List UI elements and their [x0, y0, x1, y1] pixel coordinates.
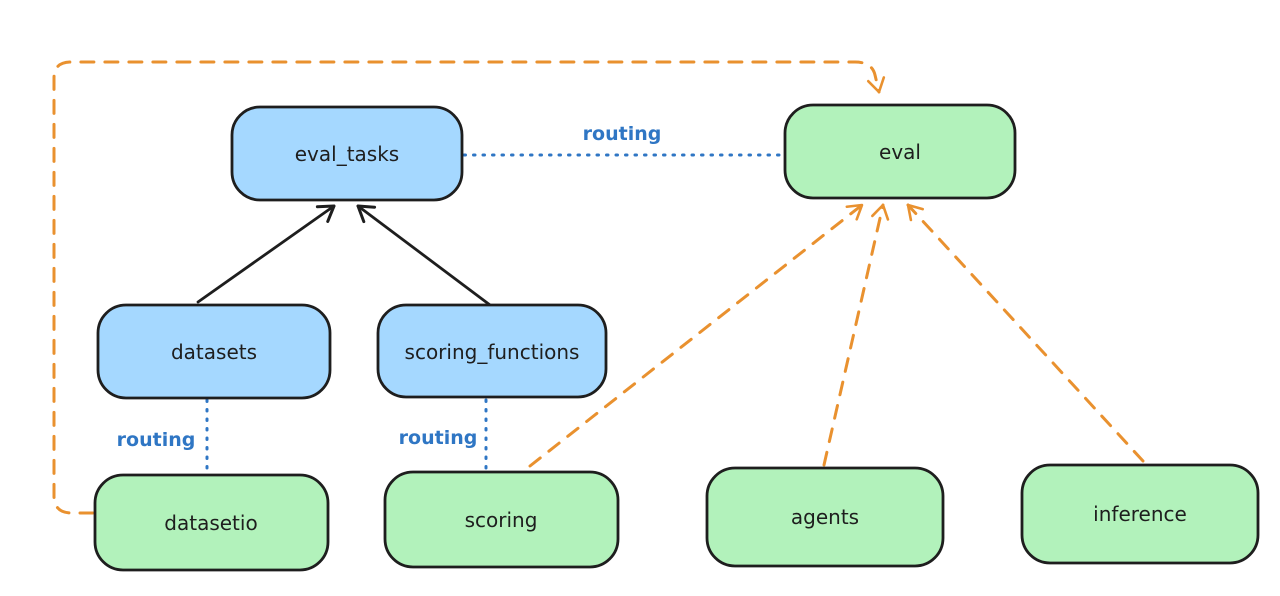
node-scoring-label: scoring	[465, 508, 538, 532]
node-eval-box	[783, 103, 1017, 200]
node-datasets-box	[96, 303, 332, 400]
edge-inference-to-eval	[906, 203, 1145, 463]
edge-agents-to-eval	[822, 203, 890, 467]
node-scoring-functions-box	[376, 303, 608, 399]
node-agents-label: agents	[791, 505, 859, 529]
node-eval-label: eval	[879, 140, 921, 164]
node-datasetio-box	[93, 473, 330, 572]
node-eval-tasks: eval_tasks	[230, 105, 464, 202]
node-scoring-box	[383, 470, 620, 569]
node-scoring-functions-label: scoring_functions	[405, 340, 580, 364]
node-eval: eval	[783, 103, 1017, 200]
node-scoring: scoring	[383, 470, 620, 569]
node-inference-box	[1020, 463, 1260, 565]
node-datasets: datasets	[96, 303, 332, 400]
node-agents-box	[705, 466, 945, 568]
node-datasets-label: datasets	[171, 340, 257, 364]
edge-datasets-to-eval-tasks	[196, 204, 336, 304]
node-inference: inference	[1020, 463, 1260, 565]
node-eval-tasks-label: eval_tasks	[295, 142, 399, 166]
node-agents: agents	[705, 466, 945, 568]
node-datasetio: datasetio	[93, 473, 330, 572]
nodes: eval_tasks eval datasets scoring_functio…	[93, 103, 1260, 572]
edge-scoring-functions-to-eval-tasks	[356, 204, 492, 307]
routing-label-top: routing	[583, 123, 662, 145]
node-inference-label: inference	[1093, 502, 1187, 526]
node-scoring-functions: scoring_functions	[376, 303, 608, 399]
routing-label-scoring: routing	[399, 427, 478, 449]
edges: routing routing routing	[52, 60, 1145, 515]
routing-label-datasetio: routing	[117, 429, 196, 451]
node-datasetio-label: datasetio	[164, 511, 257, 535]
node-eval-tasks-box	[230, 105, 464, 202]
edge-datasetio-to-eval	[52, 60, 886, 515]
